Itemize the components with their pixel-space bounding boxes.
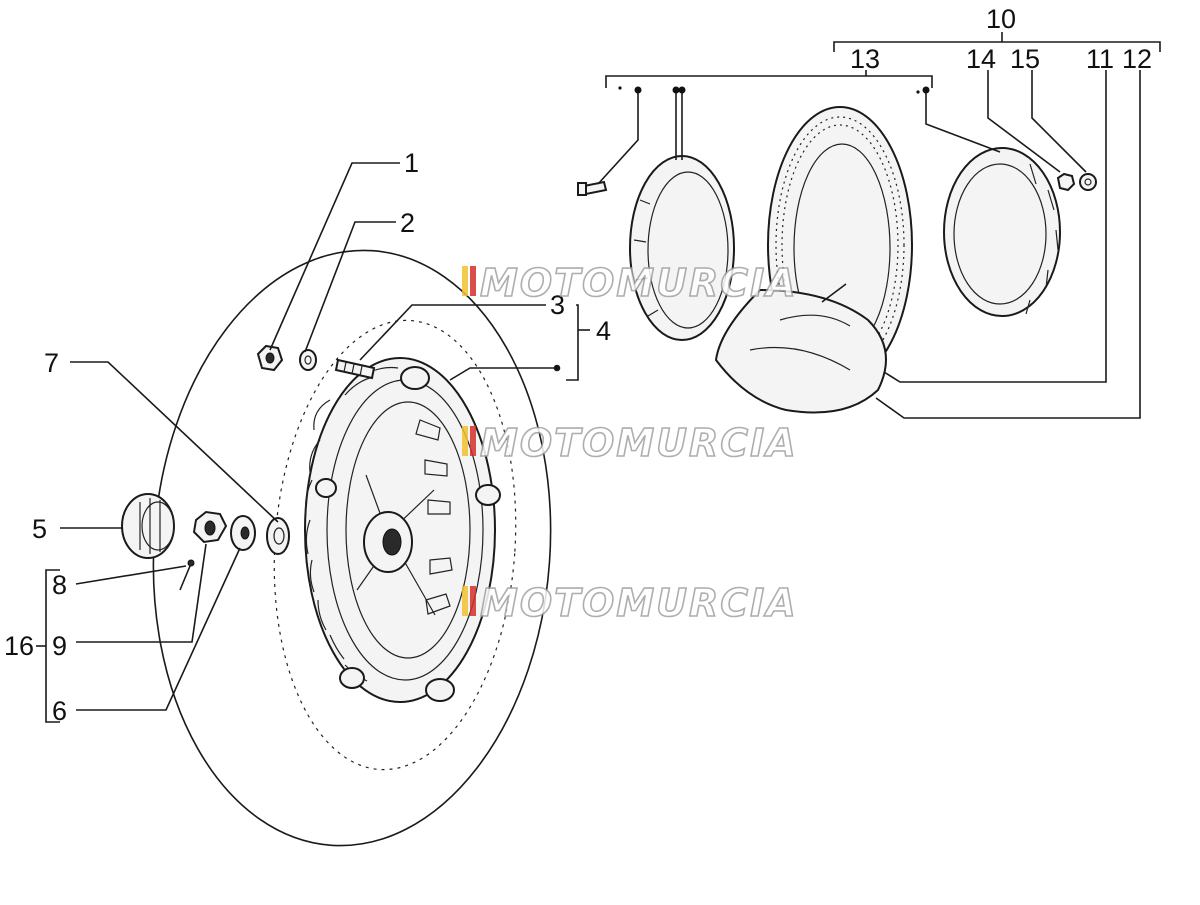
callout-5: 5: [32, 514, 47, 544]
callout-10: 10: [986, 4, 1016, 34]
watermark-top: MOTOMURCIA: [462, 260, 798, 306]
callout-16: 16: [4, 631, 34, 661]
callout-2: 2: [400, 208, 415, 238]
watermark-bottom: MOTOMURCIA: [462, 580, 798, 626]
rim-half-inner: [629, 155, 735, 341]
leader-dots: [618, 86, 930, 94]
callout-7: 7: [44, 348, 59, 378]
rim-half-outer: [943, 147, 1061, 317]
brake-drum-hub: [304, 357, 501, 703]
leader-lines: [36, 32, 1161, 723]
split-pin-part-8: [179, 559, 195, 591]
callout-8: 8: [52, 570, 67, 600]
washer-part-2: [299, 349, 317, 371]
nut-part-14: [1056, 172, 1076, 192]
castle-nut-part-9: [192, 510, 228, 544]
inner-tube-part-12: [714, 283, 887, 414]
stud-part-3: [334, 358, 376, 380]
callout-14: 14: [966, 44, 996, 74]
watermark-text-top: MOTOMURCIA: [480, 261, 798, 305]
callout-4: 4: [596, 316, 611, 346]
nut-part-1: [256, 344, 284, 372]
callout-6: 6: [52, 696, 67, 726]
watermark-middle: MOTOMURCIA: [462, 420, 798, 466]
callout-15: 15: [1010, 44, 1040, 74]
callout-labels: 1 2 3 4 5 6 7 8 9 10 11 12 13 14 15 16: [4, 4, 1152, 726]
bolt-part-13a: [577, 180, 608, 196]
washer-part-15: [1079, 173, 1097, 191]
callout-3: 3: [550, 290, 565, 320]
callout-9: 9: [52, 631, 67, 661]
hub-nut-part-5: [121, 493, 175, 559]
callout-12: 12: [1122, 44, 1152, 74]
callout-13: 13: [850, 44, 880, 74]
washer-part-6: [230, 515, 256, 551]
callout-1: 1: [404, 148, 419, 178]
watermark-text-bottom: MOTOMURCIA: [480, 581, 798, 625]
spacer-part-7: [266, 517, 290, 555]
watermark-text-middle: MOTOMURCIA: [480, 421, 798, 465]
callout-11: 11: [1086, 44, 1114, 74]
